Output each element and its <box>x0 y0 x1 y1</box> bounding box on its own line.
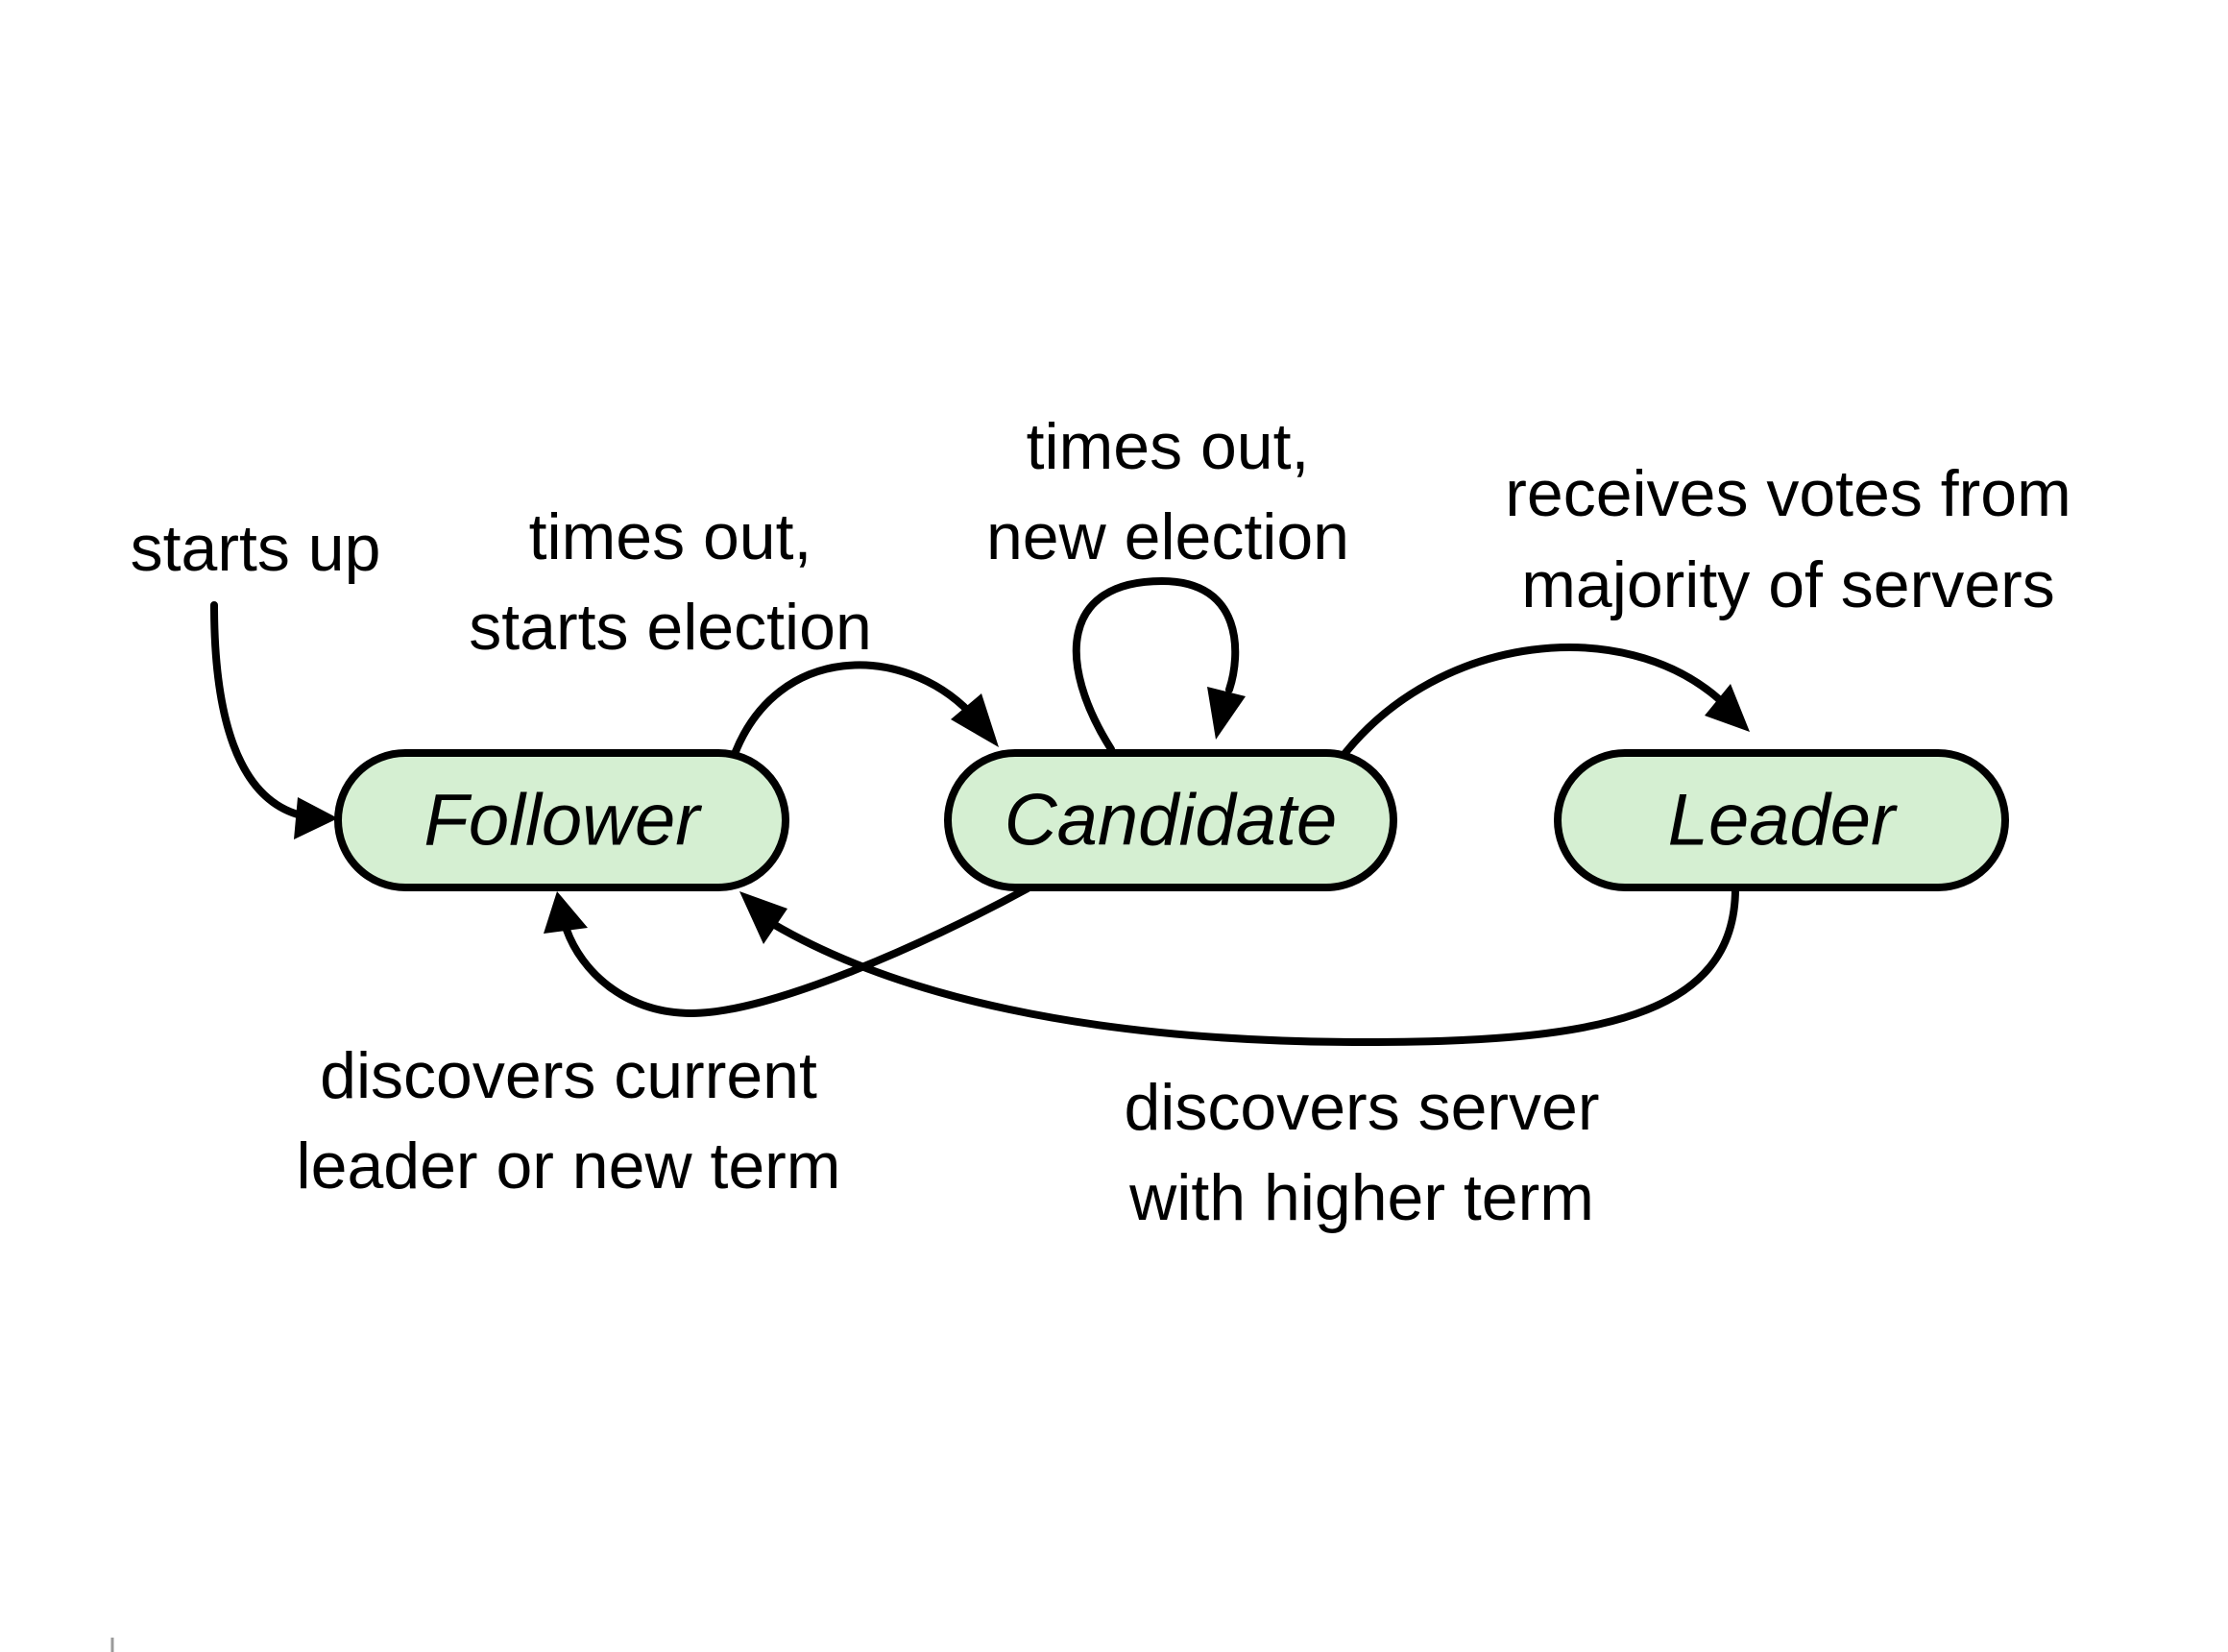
label-times-out-starts-election-line-1: times out, <box>529 500 812 573</box>
edge-follower-candidate-arrowhead <box>951 693 999 747</box>
label-discovers-current-leader-line-2: leader or new term <box>297 1130 841 1203</box>
node-follower-shape <box>334 749 789 891</box>
edge-candidate-leader <box>1341 644 1750 758</box>
edge-leader-follower-arrowhead <box>739 891 787 944</box>
label-times-out-starts-election-line-2: starts election <box>469 591 872 664</box>
label-discovers-current-leader: discovers current leader or new term <box>297 1039 841 1203</box>
node-follower: Follower <box>334 749 789 891</box>
edge-candidate-leader-arrowhead <box>1705 684 1750 732</box>
edge-follower-candidate-line <box>731 661 974 758</box>
edge-candidate-candidate <box>1072 576 1246 753</box>
node-candidate-shape <box>944 749 1397 891</box>
label-times-out-new-election-line-2: new election <box>986 500 1349 573</box>
node-follower-label: Follower <box>424 780 702 862</box>
label-discovers-higher-term: discovers server with higher term <box>1124 1071 1599 1234</box>
edge-start-line <box>210 601 309 820</box>
node-candidate-label: Candidate <box>1005 780 1338 862</box>
node-candidate: Candidate <box>944 749 1397 891</box>
node-leader-shape <box>1554 749 2009 891</box>
label-times-out-new-election-line-1: times out, <box>1027 410 1310 483</box>
edge-leader-follower <box>739 885 1739 1047</box>
label-receives-votes-line-2: majority of servers <box>1521 548 2054 621</box>
edge-candidate-candidate-arrowhead <box>1207 687 1246 740</box>
label-discovers-higher-term-line-2: with higher term <box>1128 1161 1594 1234</box>
label-times-out-new-election: times out, new election <box>986 410 1349 573</box>
edge-candidate-candidate-line <box>1072 576 1240 753</box>
edge-candidate-leader-line <box>1341 644 1723 758</box>
node-leader: Leader <box>1554 749 2009 891</box>
node-leader-label: Leader <box>1668 780 1898 862</box>
edge-candidate-follower <box>544 885 1031 1018</box>
edge-start-arrowhead <box>294 797 338 839</box>
label-discovers-higher-term-line-1: discovers server <box>1124 1071 1599 1144</box>
edge-candidate-follower-arrowhead <box>544 891 588 934</box>
label-receives-votes: receives votes from majority of servers <box>1505 457 2071 621</box>
label-starts-up: starts up <box>131 512 381 585</box>
label-receives-votes-line-1: receives votes from <box>1505 457 2071 530</box>
edge-follower-candidate <box>731 661 999 758</box>
label-discovers-current-leader-line-1: discovers current <box>320 1039 817 1112</box>
label-times-out-starts-election: times out, starts election <box>469 500 872 664</box>
edge-start <box>210 601 338 839</box>
edge-leader-follower-line <box>769 885 1739 1047</box>
edge-candidate-follower-line <box>563 885 1031 1018</box>
